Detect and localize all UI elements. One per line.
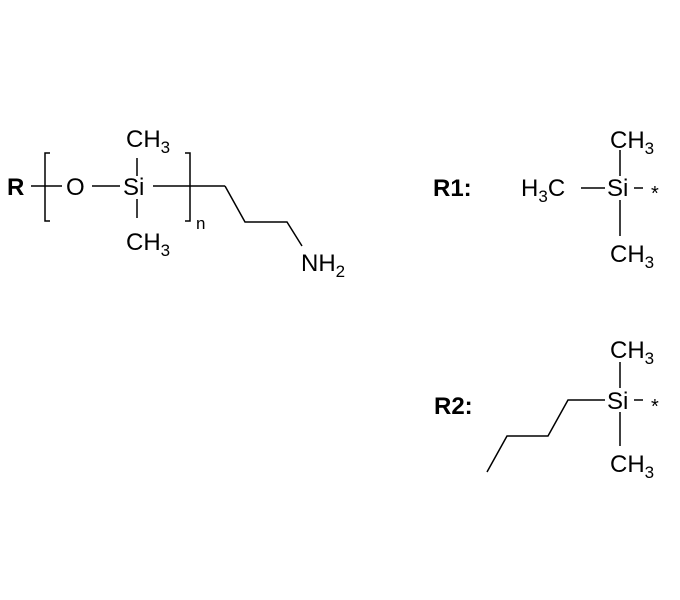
end-group-label: R <box>7 174 24 201</box>
r1-silicon-atom: Si <box>607 175 628 202</box>
amine-group: NH2 <box>301 250 345 281</box>
propyl-chain <box>224 185 303 247</box>
r2-silicon-atom: Si <box>607 388 628 415</box>
left-bracket <box>44 152 50 222</box>
r2-methyl-top: CH3 <box>610 337 654 368</box>
r2-methyl-bottom: CH3 <box>610 451 654 482</box>
methyl-bottom: CH3 <box>126 229 170 260</box>
right-bracket <box>185 152 191 222</box>
r2-butyl-chain <box>486 399 605 473</box>
repeat-index: n <box>196 214 205 233</box>
methyl-top: CH3 <box>126 126 170 157</box>
r2-structure: R2: Si * CH3 CH3 <box>434 337 659 482</box>
r1-methyl-bottom: CH3 <box>610 241 654 272</box>
r1-label: R1: <box>433 175 472 202</box>
oxygen-atom: O <box>66 174 85 201</box>
r2-label: R2: <box>434 393 473 420</box>
r1-left-methyl: H3C <box>521 175 565 206</box>
main-structure: R O Si CH3 CH3 n NH2 <box>7 126 345 281</box>
r1-structure: R1: H3C Si * CH3 CH3 <box>433 127 659 272</box>
r1-methyl-top: CH3 <box>610 127 654 158</box>
silicon-atom: Si <box>123 174 144 201</box>
r1-attachment-point: * <box>651 183 659 205</box>
r2-attachment-point: * <box>651 396 659 418</box>
